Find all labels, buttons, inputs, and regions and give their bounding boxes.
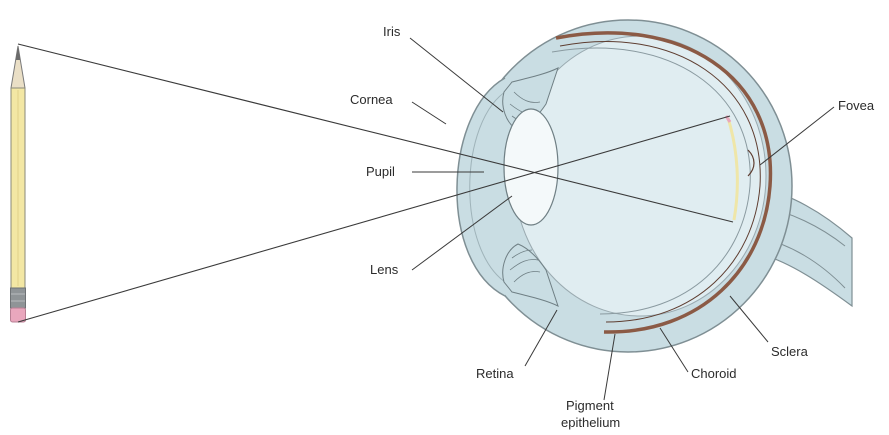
leader-cornea: [412, 102, 446, 124]
cornea: [457, 78, 505, 296]
pencil-ferrule: [11, 288, 26, 308]
label-fovea: Fovea: [838, 98, 875, 113]
leader-iris: [410, 38, 503, 112]
label-lens: Lens: [370, 262, 399, 277]
leader-sclera: [730, 296, 768, 342]
label-pupil: Pupil: [366, 164, 395, 179]
label-cornea: Cornea: [350, 92, 393, 107]
eyeball: [457, 20, 852, 352]
label-choroid: Choroid: [691, 366, 737, 381]
label-retina: Retina: [476, 366, 514, 381]
pencil-graphite: [16, 46, 21, 60]
label-pigment-line2: epithelium: [561, 415, 620, 430]
label-pigment-line1: Pigment: [566, 398, 614, 413]
pencil-object: [11, 46, 26, 322]
label-iris: Iris: [383, 24, 401, 39]
pencil-eraser: [11, 308, 26, 322]
label-sclera: Sclera: [771, 344, 809, 359]
